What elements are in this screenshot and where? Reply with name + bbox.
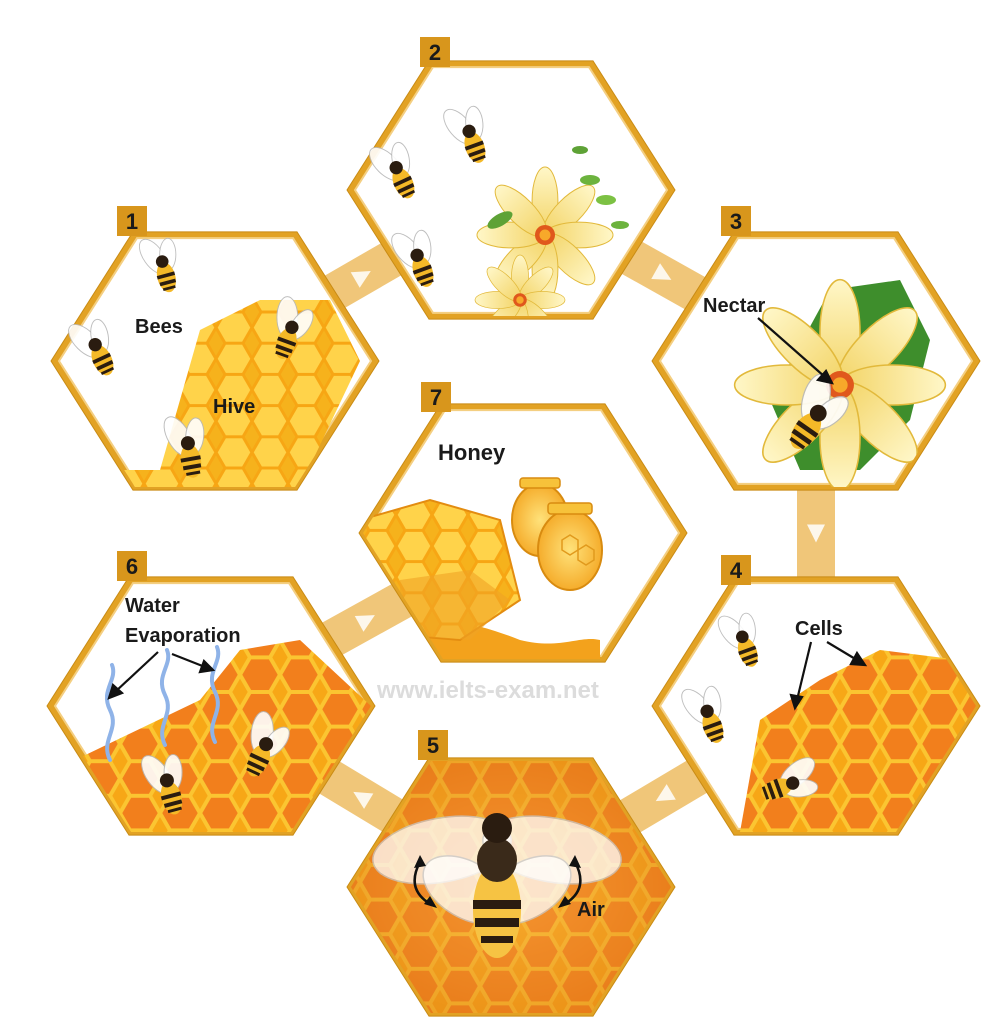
step-number: 3 bbox=[730, 209, 742, 234]
watermark: www.ielts-exam.net bbox=[376, 677, 599, 704]
step-1-badge: 1 bbox=[117, 206, 147, 236]
bee bbox=[141, 754, 183, 815]
step-2-badge: 2 bbox=[420, 37, 450, 67]
pointer-arrows bbox=[107, 317, 868, 711]
leaf-cluster bbox=[487, 146, 629, 229]
step-6-illustration bbox=[75, 640, 371, 832]
bee bbox=[68, 318, 115, 376]
bee bbox=[369, 141, 416, 199]
bee bbox=[761, 757, 819, 800]
step-5-badge: 5 bbox=[418, 730, 448, 760]
step-3-badge: 3 bbox=[721, 206, 751, 236]
bees-layer bbox=[68, 105, 849, 815]
honey-jar bbox=[537, 502, 603, 591]
step-7-badge: 7 bbox=[421, 382, 451, 412]
flower bbox=[474, 254, 566, 316]
bee bbox=[789, 373, 849, 450]
step-number: 4 bbox=[730, 558, 743, 583]
air-arrowheads bbox=[414, 855, 581, 908]
step-6-badge: 6 bbox=[117, 551, 147, 581]
label-evaporation: Evaporation bbox=[125, 625, 241, 647]
label-hive: Hive bbox=[213, 396, 255, 418]
bee bbox=[138, 237, 177, 293]
step-4-badge: 4 bbox=[721, 555, 751, 585]
bee bbox=[163, 416, 205, 478]
vapour-lines bbox=[104, 645, 221, 762]
bee bbox=[391, 229, 434, 287]
step-badges: 1 2 3 4 5 6 7 bbox=[117, 37, 751, 760]
bee bbox=[443, 105, 486, 163]
step-2-illustration bbox=[474, 146, 629, 316]
step-number: 1 bbox=[126, 209, 138, 234]
label-bees: Bees bbox=[135, 316, 183, 338]
bee bbox=[717, 612, 759, 667]
label-nectar: Nectar bbox=[703, 295, 765, 317]
label-cells: Cells bbox=[795, 618, 843, 640]
step-number: 2 bbox=[429, 40, 441, 65]
flower bbox=[733, 278, 947, 487]
step-number: 5 bbox=[427, 733, 439, 758]
bee bbox=[246, 711, 290, 777]
label-honey: Honey bbox=[438, 440, 506, 465]
step-3-illustration bbox=[733, 278, 947, 487]
step-number: 6 bbox=[126, 554, 138, 579]
bee bbox=[681, 685, 724, 743]
bee bbox=[275, 296, 314, 359]
label-water: Water bbox=[125, 595, 180, 617]
step-labels: Bees Hive Nectar Cells Air Water Evapora… bbox=[125, 295, 843, 921]
label-air: Air bbox=[577, 899, 605, 921]
large-bee bbox=[372, 813, 622, 958]
step-number: 7 bbox=[430, 385, 442, 410]
